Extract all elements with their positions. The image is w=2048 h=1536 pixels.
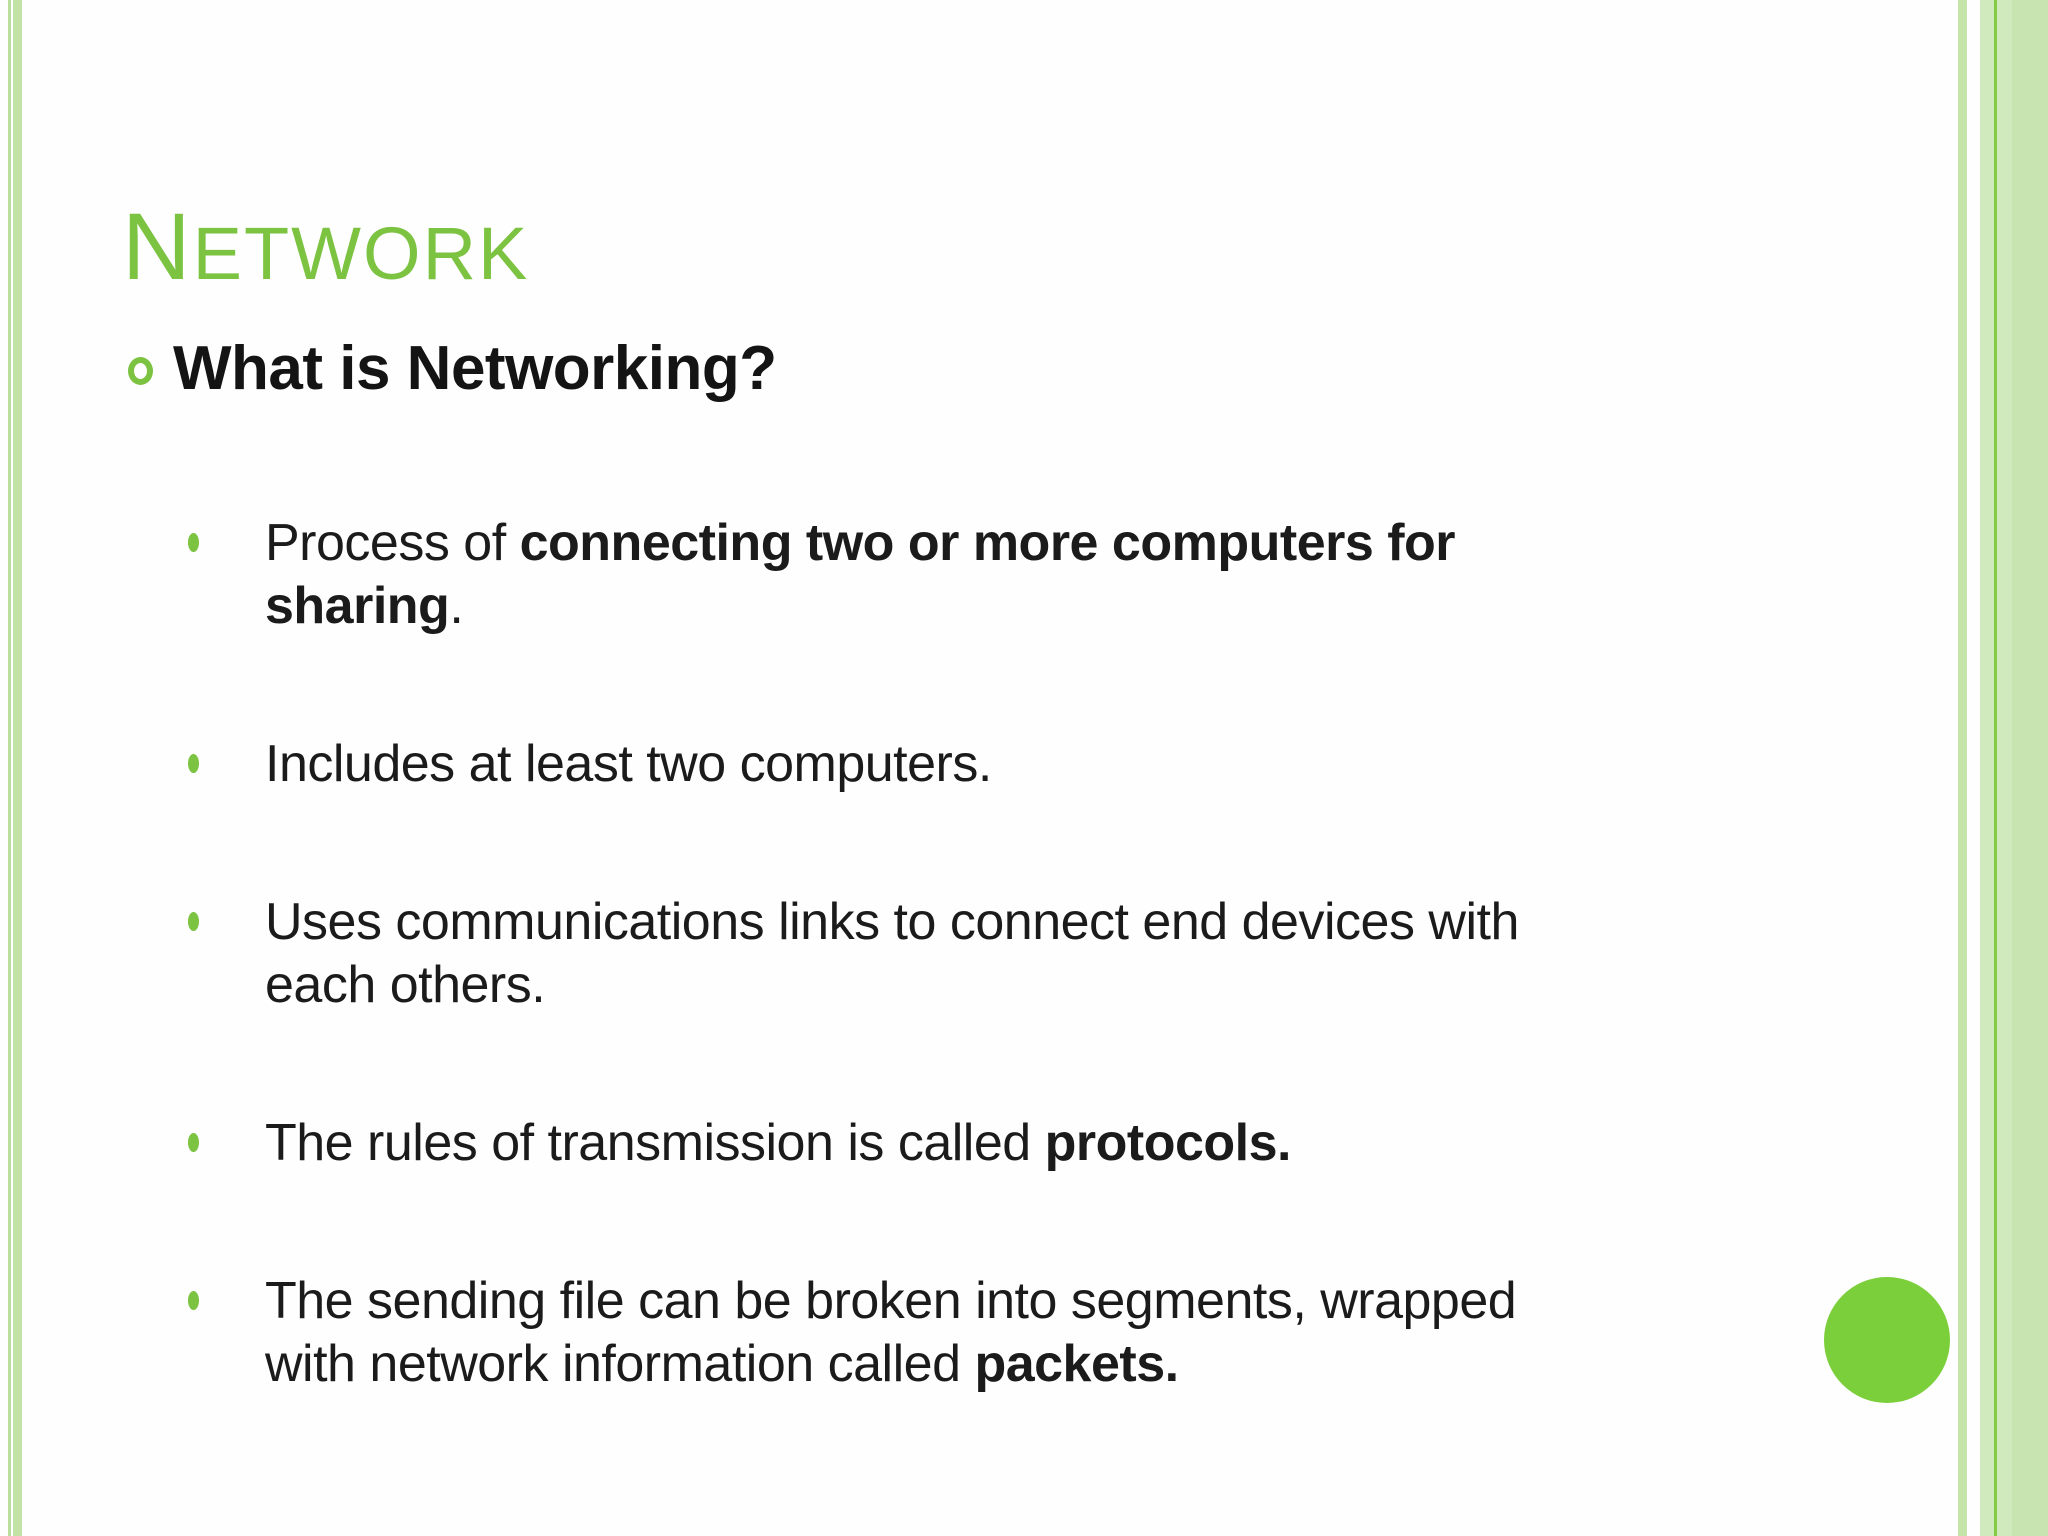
left-border-wide-stripe bbox=[13, 0, 22, 1536]
accent-circle bbox=[1824, 1277, 1950, 1403]
bullet-list: Process of connecting two or more comput… bbox=[186, 512, 1906, 1491]
text-segment: The rules of transmission is called bbox=[265, 1114, 1045, 1172]
text-segment-bold: protocols. bbox=[1044, 1114, 1292, 1172]
left-border-thin-stripe bbox=[8, 0, 11, 1536]
dot-bullet-icon bbox=[188, 912, 199, 931]
text-segment: . bbox=[449, 577, 464, 635]
right-border-thin-stripe bbox=[1958, 0, 1967, 1536]
text-segment: with network information called bbox=[265, 1335, 975, 1393]
bullet-text: The sending file can be broken into segm… bbox=[265, 1270, 1906, 1396]
right-border-shade bbox=[2012, 0, 2048, 1536]
bullet-item: The rules of transmission is called prot… bbox=[186, 1112, 1906, 1175]
slide-title: NETWORK bbox=[122, 200, 529, 295]
title-rest-letters: ETWORK bbox=[192, 212, 530, 295]
bullet-text: The rules of transmission is called prot… bbox=[265, 1112, 1906, 1175]
bullet-text: Process of connecting two or more comput… bbox=[265, 512, 1906, 638]
text-segment-bold: packets. bbox=[974, 1335, 1179, 1393]
section-heading: What is Networking? bbox=[173, 334, 777, 403]
bullet-item: Includes at least two computers. bbox=[186, 733, 1906, 796]
bullet-text: Uses communications links to connect end… bbox=[265, 891, 1906, 1017]
title-initial-letter: N bbox=[122, 194, 193, 300]
text-segment: each others. bbox=[265, 956, 546, 1014]
text-segment: Process of bbox=[265, 514, 520, 572]
dot-bullet-icon bbox=[188, 533, 199, 552]
dot-bullet-icon bbox=[188, 1133, 199, 1152]
right-border-inner-line bbox=[1994, 0, 1997, 1536]
bullet-item: The sending file can be broken into segm… bbox=[186, 1270, 1906, 1396]
text-segment: Includes at least two computers. bbox=[265, 735, 992, 793]
circle-outline-bullet-icon bbox=[128, 356, 153, 385]
bullet-item: Process of connecting two or more comput… bbox=[186, 512, 1906, 638]
dot-bullet-icon bbox=[188, 1291, 199, 1310]
text-segment-bold: connecting two or more computers for bbox=[519, 514, 1456, 572]
text-segment-bold: sharing bbox=[265, 577, 450, 635]
bullet-text: Includes at least two computers. bbox=[265, 733, 1906, 796]
right-border-band bbox=[1980, 0, 2048, 1536]
heading-row: What is Networking? bbox=[128, 334, 777, 403]
bullet-item: Uses communications links to connect end… bbox=[186, 891, 1906, 1017]
text-segment: Uses communications links to connect end… bbox=[265, 893, 1519, 951]
text-segment: The sending file can be broken into segm… bbox=[265, 1272, 1517, 1330]
dot-bullet-icon bbox=[188, 754, 199, 773]
